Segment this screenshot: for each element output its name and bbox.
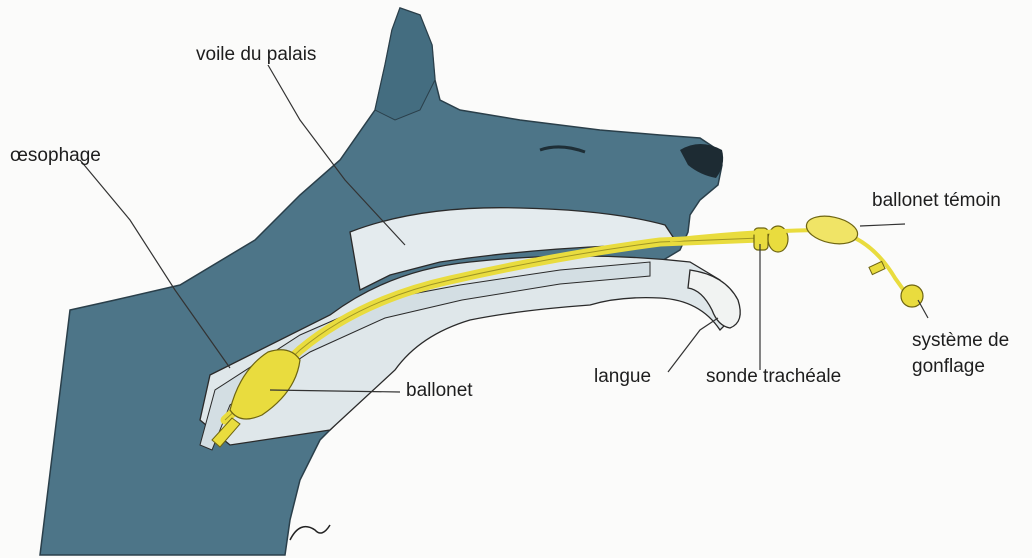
leader-langue: [668, 318, 718, 372]
label-oesophage: œsophage: [10, 145, 101, 167]
label-sonde-tracheale: sonde trachéale: [706, 366, 841, 388]
label-systeme-de-gonflage-2: gonflage: [912, 356, 985, 378]
artist-signature: [290, 525, 330, 540]
label-ballonet: ballonet: [406, 380, 473, 402]
label-systeme-de-gonflage-1: système de: [912, 330, 1009, 352]
label-ballonet-temoin: ballonet témoin: [872, 190, 1001, 212]
leader-ballonet-temoin: [860, 224, 905, 226]
label-langue: langue: [594, 366, 651, 388]
label-voile-du-palais: voile du palais: [196, 44, 316, 66]
leader-systeme-de-gonflage: [918, 300, 928, 318]
ballonet-temoin-balloon: [804, 212, 860, 248]
